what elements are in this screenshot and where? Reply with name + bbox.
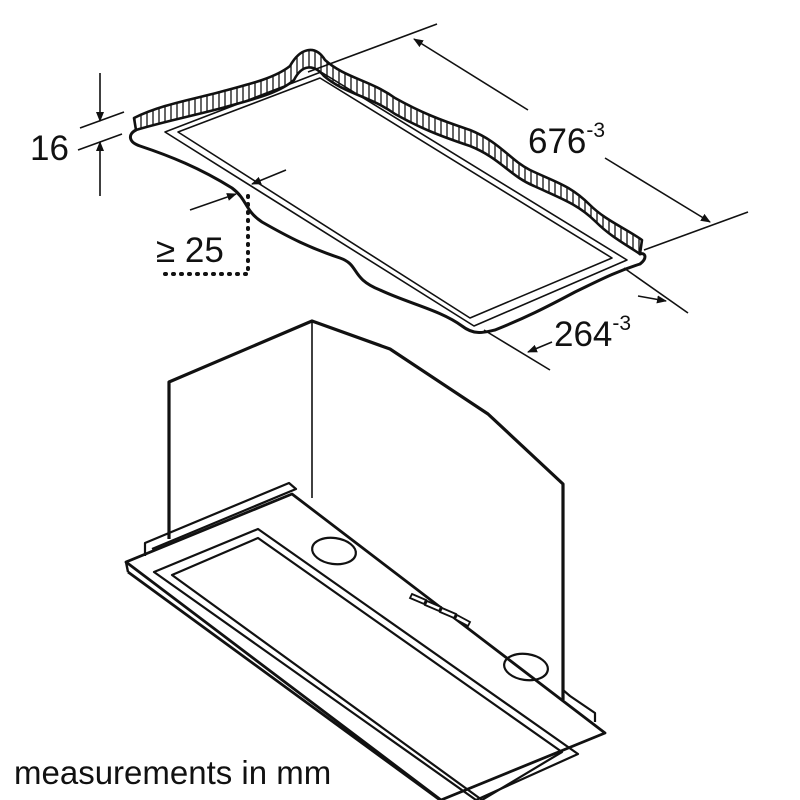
dim-cutout-width-label: 264-3 — [554, 312, 631, 354]
dim-thickness-label: 16 — [30, 129, 69, 168]
panel-front-edge — [129, 128, 647, 334]
control-button-2 — [423, 599, 443, 613]
dim-cutout-length-label: 676-3 — [528, 119, 605, 161]
dim-thickness — [77, 73, 125, 196]
dim-cutout-width — [483, 267, 689, 371]
cutout-inner — [177, 77, 613, 319]
dim-min-distance-label: ≥ 25 — [156, 231, 224, 270]
filter-frame-inner — [170, 536, 564, 800]
hood-housing — [167, 319, 565, 700]
light-icon-left — [311, 536, 357, 566]
cabinet-panel — [129, 48, 647, 334]
dim-cutout-length — [307, 23, 749, 251]
units-caption: measurements in mm — [14, 754, 332, 791]
dim-min-distance — [156, 169, 287, 276]
light-icon-right — [503, 652, 549, 682]
control-panel — [408, 592, 472, 628]
hood-frame — [124, 481, 607, 800]
control-button-3 — [438, 606, 458, 620]
control-button-4 — [453, 613, 472, 628]
cutout-outer — [164, 71, 628, 327]
filter-frame-outer — [152, 527, 580, 800]
control-button-1 — [408, 592, 428, 606]
